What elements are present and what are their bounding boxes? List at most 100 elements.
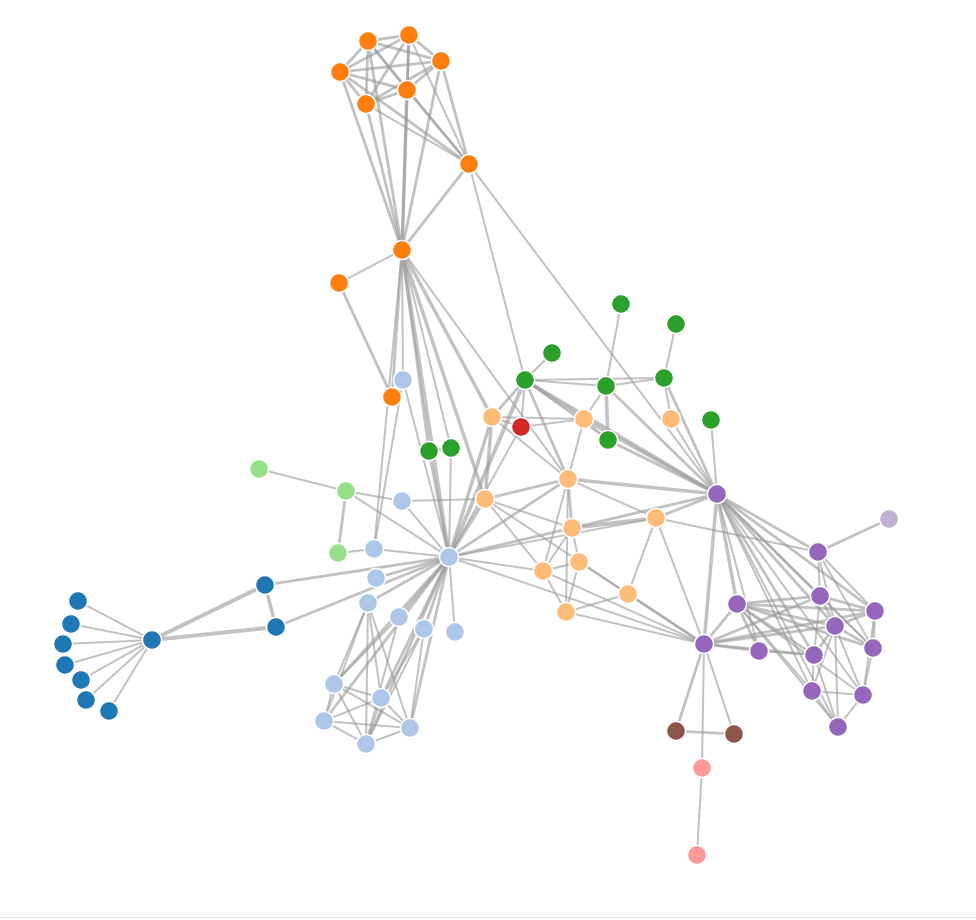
node-group-6[interactable] — [803, 644, 825, 666]
node-group-6[interactable] — [852, 684, 874, 706]
node-group-2[interactable] — [444, 621, 466, 643]
node-group-2[interactable] — [370, 687, 392, 709]
node-group-2[interactable] — [438, 546, 460, 568]
link — [524, 379, 609, 441]
node-group-2[interactable] — [365, 567, 387, 589]
node-group-0[interactable] — [67, 590, 89, 612]
node-group-6[interactable] — [706, 483, 728, 505]
node-group-0[interactable] — [265, 616, 287, 638]
link — [401, 500, 450, 558]
node-group-5[interactable] — [555, 601, 577, 623]
node-group-6[interactable] — [748, 640, 770, 662]
node-group-1[interactable] — [398, 24, 420, 46]
node-group-6[interactable] — [726, 593, 748, 615]
node-group-1[interactable] — [458, 153, 480, 175]
node-group-5[interactable] — [481, 406, 503, 428]
node-group-5[interactable] — [645, 507, 667, 529]
node-group-1[interactable] — [328, 272, 350, 294]
node-group-5[interactable] — [474, 488, 496, 510]
link — [338, 249, 403, 284]
node-group-9[interactable] — [723, 723, 745, 745]
node-group-5[interactable] — [532, 560, 554, 582]
bottom-border — [0, 917, 976, 918]
node-group-5[interactable] — [660, 408, 682, 430]
node-group-6[interactable] — [824, 615, 846, 637]
link — [365, 602, 369, 745]
node-group-2[interactable] — [413, 618, 435, 640]
node-group-3[interactable] — [597, 429, 619, 451]
node-group-6[interactable] — [862, 637, 884, 659]
node-group-7[interactable] — [878, 508, 900, 530]
node-group-5[interactable] — [557, 468, 579, 490]
node-group-0[interactable] — [52, 633, 74, 655]
link — [484, 498, 544, 572]
link — [373, 548, 450, 558]
node-group-1[interactable] — [355, 93, 377, 115]
link — [703, 643, 735, 735]
node-group-1[interactable] — [329, 61, 351, 83]
node-group-2[interactable] — [355, 733, 377, 755]
node-group-0[interactable] — [98, 700, 120, 722]
link — [427, 450, 451, 558]
node-group-10[interactable] — [686, 844, 708, 866]
node-group-6[interactable] — [693, 633, 715, 655]
node-group-1[interactable] — [430, 50, 452, 72]
node-group-0[interactable] — [54, 654, 76, 676]
link — [447, 416, 494, 558]
node-group-6[interactable] — [827, 716, 849, 738]
node-group-4[interactable] — [510, 416, 532, 438]
link — [400, 89, 409, 251]
link — [408, 34, 470, 165]
nodes[interactable] — [52, 24, 900, 866]
node-group-2[interactable] — [357, 592, 379, 614]
node-group-3[interactable] — [541, 342, 563, 364]
node-group-6[interactable] — [864, 600, 886, 622]
node-group-5[interactable] — [568, 551, 590, 573]
link — [716, 493, 813, 692]
node-group-6[interactable] — [809, 585, 831, 607]
node-group-0[interactable] — [70, 669, 92, 691]
node-group-2[interactable] — [388, 606, 410, 628]
node-group-2[interactable] — [399, 717, 421, 739]
node-group-6[interactable] — [807, 541, 829, 563]
node-group-10[interactable] — [691, 757, 713, 779]
node-group-9[interactable] — [665, 720, 687, 742]
link — [703, 624, 836, 646]
node-group-5[interactable] — [573, 408, 595, 430]
link — [715, 493, 816, 656]
node-group-6[interactable] — [801, 680, 823, 702]
node-group-5[interactable] — [617, 583, 639, 605]
node-group-3[interactable] — [653, 367, 675, 389]
node-group-3[interactable] — [665, 313, 687, 335]
node-group-3[interactable] — [418, 440, 440, 462]
node-group-3[interactable] — [700, 409, 722, 431]
node-group-0[interactable] — [60, 613, 82, 635]
node-group-0[interactable] — [254, 574, 276, 596]
node-group-3[interactable] — [514, 369, 536, 391]
link — [834, 625, 839, 728]
link — [333, 616, 400, 685]
node-group-1[interactable] — [381, 386, 403, 408]
node-group-8[interactable] — [248, 458, 270, 480]
node-group-0[interactable] — [141, 629, 163, 651]
node-group-2[interactable] — [323, 673, 345, 695]
node-group-1[interactable] — [357, 30, 379, 52]
node-group-3[interactable] — [610, 293, 632, 315]
node-group-2[interactable] — [313, 710, 335, 732]
node-group-3[interactable] — [595, 375, 617, 397]
node-group-2[interactable] — [391, 490, 413, 512]
node-group-1[interactable] — [396, 79, 418, 101]
node-group-0[interactable] — [75, 689, 97, 711]
node-group-2[interactable] — [392, 369, 414, 391]
node-group-8[interactable] — [327, 542, 349, 564]
link — [365, 103, 470, 165]
link — [710, 419, 718, 495]
link — [400, 249, 494, 418]
node-group-1[interactable] — [391, 239, 413, 261]
node-group-2[interactable] — [363, 538, 385, 560]
node-group-5[interactable] — [561, 517, 583, 539]
node-group-8[interactable] — [335, 480, 357, 502]
node-group-3[interactable] — [440, 437, 462, 459]
link — [275, 555, 450, 629]
